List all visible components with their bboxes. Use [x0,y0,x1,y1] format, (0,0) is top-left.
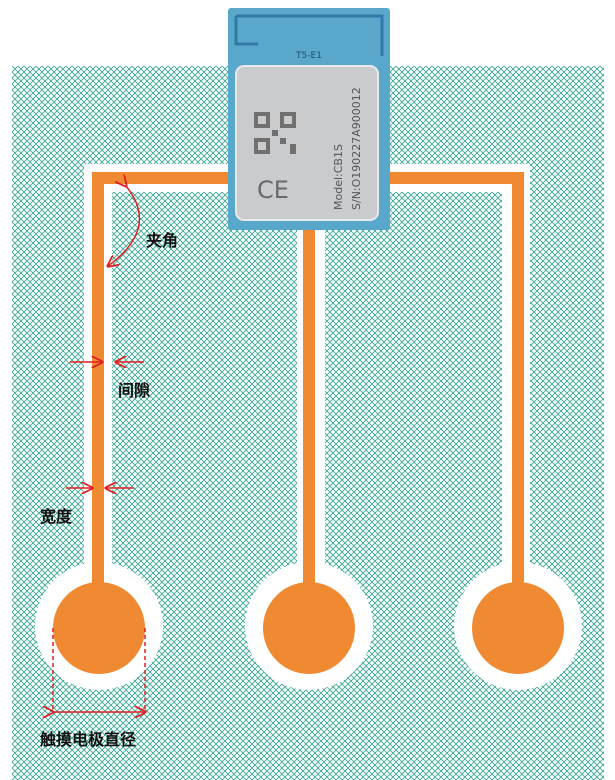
trace-right [512,172,524,592]
module-shield [235,65,379,221]
label-diameter: 触摸电极直径 [39,730,136,749]
antenna-label: T5-E1 [295,51,322,61]
label-angle: 夹角 [146,231,178,250]
trace-middle [303,210,315,590]
touch-electrode-left [53,582,145,674]
label-width: 宽度 [40,507,73,526]
touch-electrode-right [472,582,564,674]
diameter-guides [52,628,146,712]
wifi-module: T5-E1 CE Model:CB1S S/N:O190227A900012 [228,8,390,230]
angle-arc [108,186,141,266]
module-sn-text: S/N:O190227A900012 [350,87,363,210]
module-model-text: Model:CB1S [332,144,345,210]
traces [92,172,524,592]
trace-top-right [378,172,524,184]
qr-code-icon [254,112,296,154]
label-gap: 间隙 [118,381,150,400]
trace-top-left [92,172,242,184]
ce-mark: CE [257,176,289,204]
antenna-trace [234,14,384,56]
touch-electrode-middle [263,582,355,674]
trace-left [92,172,104,592]
